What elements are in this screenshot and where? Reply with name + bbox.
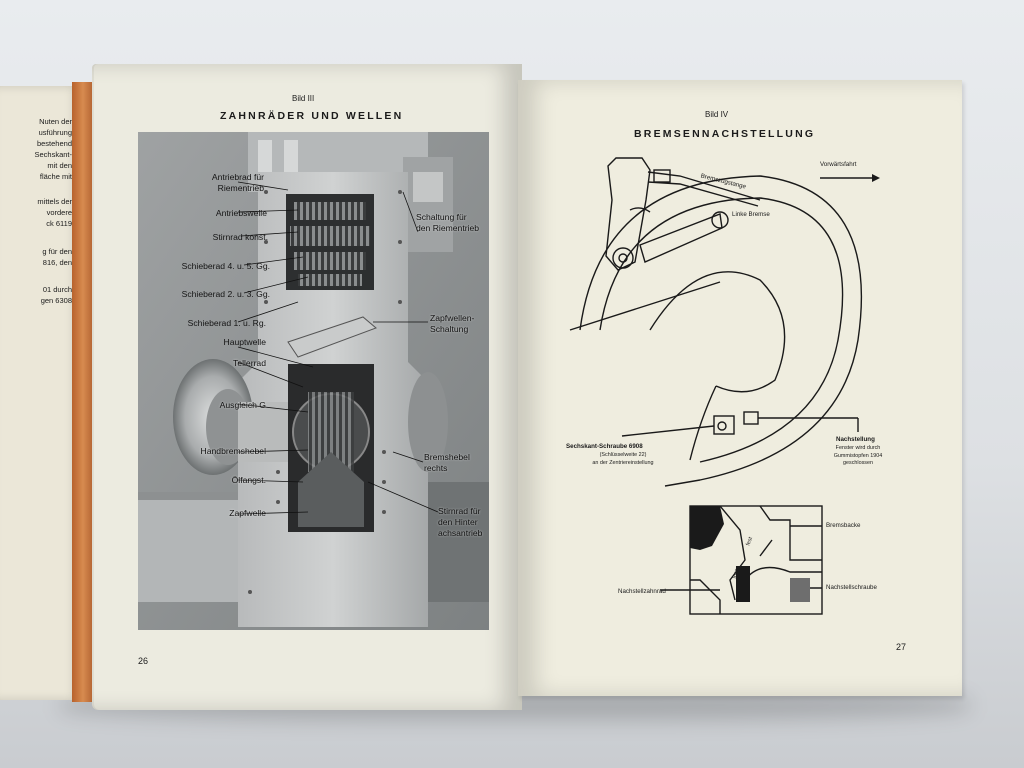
stub-line: ck 6119 (46, 219, 72, 228)
stub-line: 816, den (42, 258, 72, 267)
label-schieberad-2-3: Schieberad 2. u. 3. Gg. (181, 289, 270, 299)
label-vorwaertsfahrt: Vorwärtsfahrt (820, 161, 857, 168)
label-ausgleich: Ausgleich G (219, 400, 266, 410)
label-antriebswelle: Antriebswelle (215, 208, 267, 218)
stub-line: usführung (38, 128, 72, 137)
page-title: ZAHNRÄDER UND WELLEN (220, 110, 404, 122)
label-sechskant-sub: (Schlüsselweite 22) an der Zentriereinst… (592, 452, 654, 466)
book-spine (72, 82, 94, 702)
stub-line: mittels der (37, 197, 72, 206)
stub-line: vordere (46, 208, 72, 217)
label-sechskant: Sechskant-Schraube 6908 (566, 443, 643, 450)
stub-line: Sechskant- (34, 150, 72, 159)
stub-line: fläche mit (39, 172, 72, 181)
previous-page-stub: Nuten der usführung bestehend Sechskant-… (0, 86, 82, 700)
label-bremsbacke: Bremsbacke (826, 522, 861, 529)
label-linke-bremse: Linke Bremse (732, 211, 770, 218)
label-stirnrad-konst: Stirnrad konst. (212, 232, 268, 242)
gearbox-photo: Antriebrad für Riementrieb Antriebswelle… (138, 132, 489, 630)
stub-text-top: Nuten der usführung bestehend Sechskant-… (0, 116, 76, 182)
label-tellerrad: Tellerrad (233, 358, 266, 368)
page-number-left: 26 (138, 656, 149, 666)
label-schaltung-riementrieb: Schaltung für den Riementrieb (416, 212, 480, 233)
label-zapfwelle: Zapfwelle (229, 508, 266, 518)
label-handbremshebel: Handbremshebel (200, 446, 266, 456)
stub-line: bestehend (36, 139, 72, 148)
label-nachstellzahnrad: Nachstellzahnrad (618, 588, 666, 595)
stub-line: gen 6308 (40, 296, 72, 305)
stub-line: mit den (47, 161, 72, 170)
stub-line: Nuten der (39, 117, 72, 126)
label-nachstellung: Nachstellung (836, 436, 875, 443)
stub-text-bottom: 01 durch gen 6308 (0, 284, 76, 306)
label-schieberad-1: Schieberad 1. u. Rg. (187, 318, 266, 328)
page-title: BREMSENNACHSTELLUNG (634, 128, 816, 140)
label-hauptwelle: Hauptwelle (223, 337, 266, 347)
label-antriebrad: Antriebrad für Riementrieb (211, 172, 264, 193)
label-schieberad-4-5: Schieberad 4. u. 5. Gg. (181, 261, 270, 271)
stub-line: g für den (42, 247, 72, 256)
label-stirnrad-hinter: Stirnrad für den Hinter achsantrieb (438, 506, 483, 538)
stub-line: 01 durch (42, 285, 72, 294)
label-olfangst: Ölfangst. (231, 475, 266, 485)
stub-text-mid2: g für den 816, den (0, 246, 76, 268)
page-number-right: 27 (896, 642, 907, 652)
figure-label: Bild III (292, 94, 315, 103)
label-zapfwellen-schaltung: Zapfwellen- Schaltung (430, 313, 475, 334)
stub-text-mid: mittels der vordere ck 6119 (0, 196, 76, 229)
label-nachstellschraube: Nachstellschraube (826, 584, 877, 591)
gearbox-illustration (138, 132, 489, 630)
figure-label: Bild IV (705, 110, 729, 119)
label-bremshebel-rechts: Bremshebel rechts (424, 452, 470, 473)
label-nachstellung-sub: Fenster wird durch Gummistopfen 1904 ges… (833, 445, 883, 466)
